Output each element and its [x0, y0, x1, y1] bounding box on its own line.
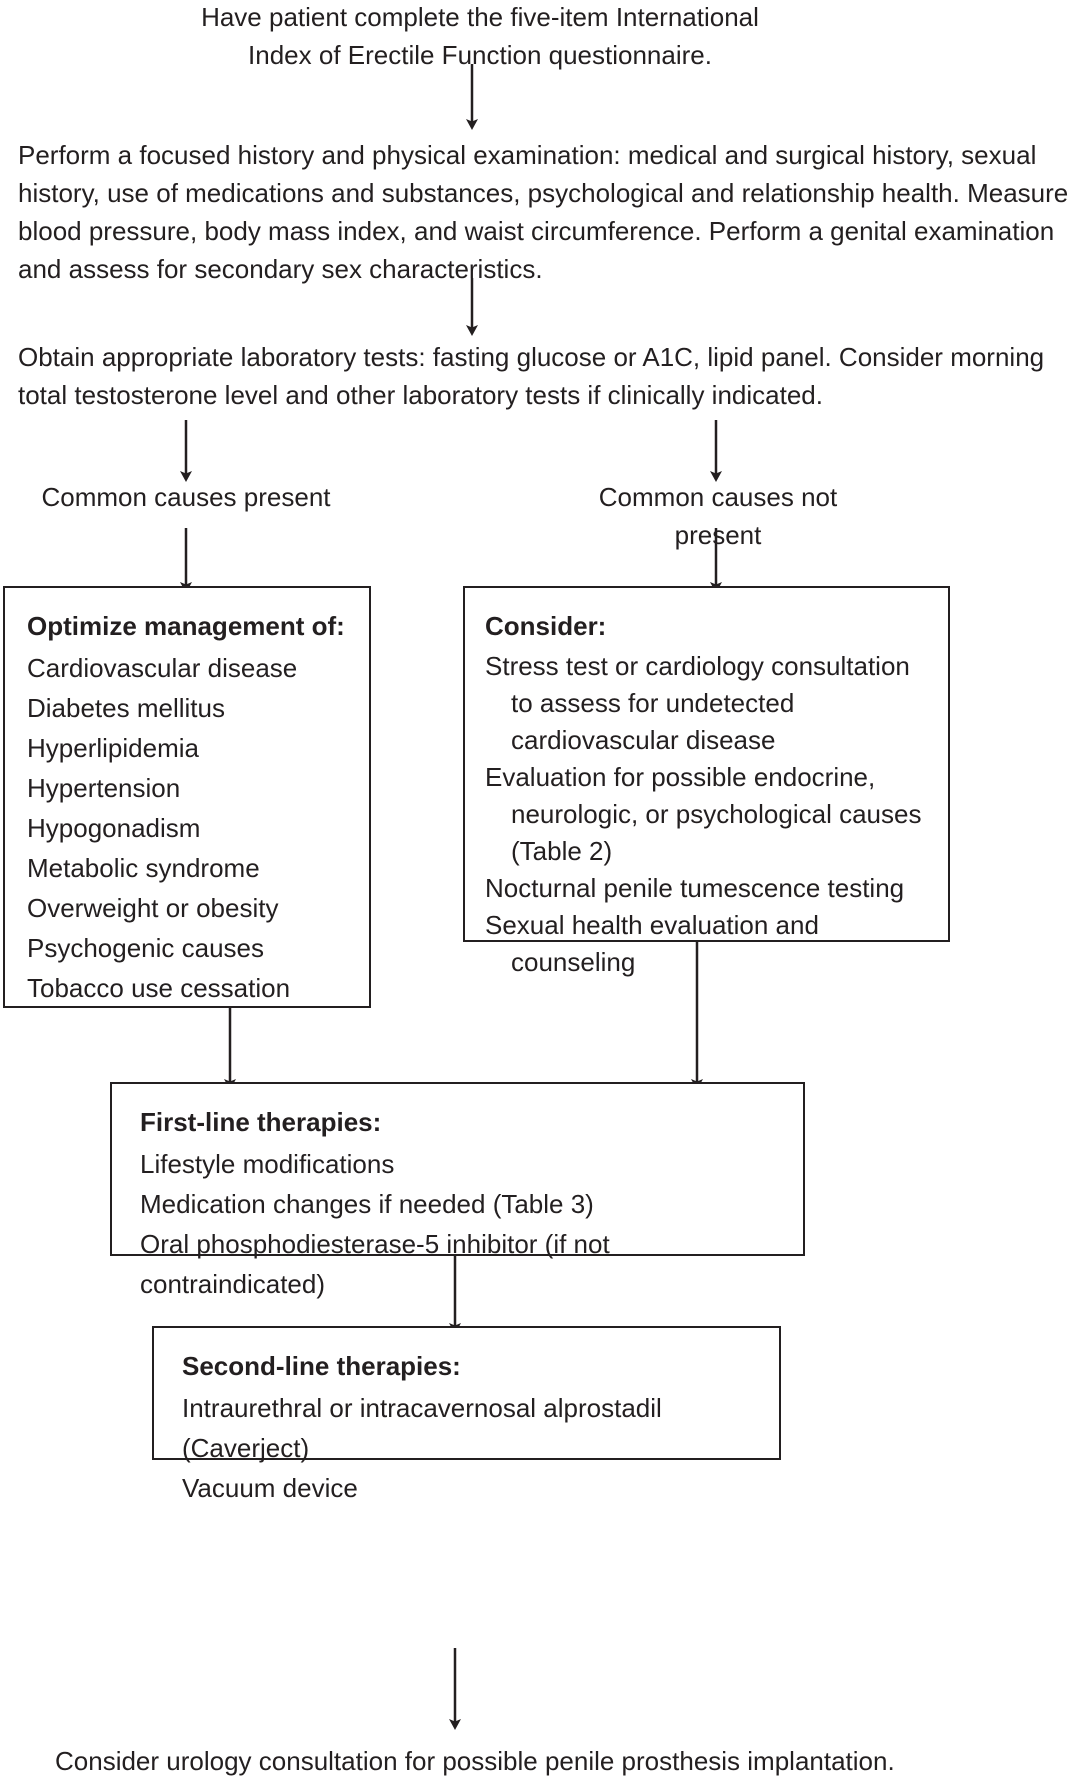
- optimize-item-hypertension: Hypertension: [27, 773, 181, 803]
- step-questionnaire: Have patient complete the five-item Inte…: [201, 2, 759, 70]
- first-line-item-pde5-inhibitor: Oral phosphodiesterase-5 inhibitor (if n…: [140, 1229, 610, 1299]
- consider-item-endocrine-evaluation: Evaluation for possible endocrine, neuro…: [485, 762, 922, 866]
- branch-label-common-causes-not-present: Common causes not present: [598, 482, 838, 550]
- optimize-management-box: Optimize management of: Cardiovascular d…: [3, 586, 371, 1008]
- first-line-item-medication-changes: Medication changes if needed (Table 3): [140, 1189, 594, 1219]
- optimize-item-diabetes-mellitus: Diabetes mellitus: [27, 693, 225, 723]
- first-line-therapies-box: First-line therapies: Lifestyle modifica…: [110, 1082, 805, 1299]
- second-line-therapies-title: Second-line therapies:: [182, 1351, 461, 1381]
- consider-item-sexual-health-evaluation: Sexual health evaluation and counseling: [485, 910, 819, 977]
- consider-item-stress-test: Stress test or cardiology consultation t…: [485, 651, 910, 755]
- step-laboratory-tests: Obtain appropriate laboratory tests: fas…: [18, 342, 1045, 410]
- optimize-item-overweight-or-obesity: Overweight or obesity: [27, 893, 279, 923]
- second-line-item-vacuum-device: Vacuum device: [182, 1473, 358, 1503]
- first-line-item-lifestyle-modifications: Lifestyle modifications: [140, 1149, 395, 1179]
- second-line-therapies-box: Second-line therapies: Intraurethral or …: [152, 1326, 781, 1503]
- optimize-management-title: Optimize management of:: [27, 611, 345, 641]
- consider-title: Consider:: [485, 611, 607, 641]
- optimize-item-tobacco-use-cessation: Tobacco use cessation: [27, 973, 291, 1003]
- step-history-and-physical: Perform a focused history and physical e…: [18, 140, 1069, 284]
- consider-item-nocturnal-penile-tumescence-testing: Nocturnal penile tumescence testing: [485, 873, 905, 903]
- optimize-item-metabolic-syndrome: Metabolic syndrome: [27, 853, 260, 883]
- optimize-item-cardiovascular-disease: Cardiovascular disease: [27, 653, 298, 683]
- second-line-item-alprostadil: Intraurethral or intracavernosal alprost…: [182, 1393, 662, 1463]
- consider-box: Consider: Stress test or cardiology cons…: [463, 586, 950, 977]
- optimize-item-hyperlipidemia: Hyperlipidemia: [27, 733, 199, 763]
- optimize-item-psychogenic-causes: Psychogenic causes: [27, 933, 265, 963]
- optimize-item-hypogonadism: Hypogonadism: [27, 813, 201, 843]
- step-urology-consultation: Consider urology consultation for possib…: [55, 1746, 895, 1776]
- first-line-therapies-title: First-line therapies:: [140, 1107, 382, 1137]
- branch-label-common-causes-present: Common causes present: [41, 482, 331, 512]
